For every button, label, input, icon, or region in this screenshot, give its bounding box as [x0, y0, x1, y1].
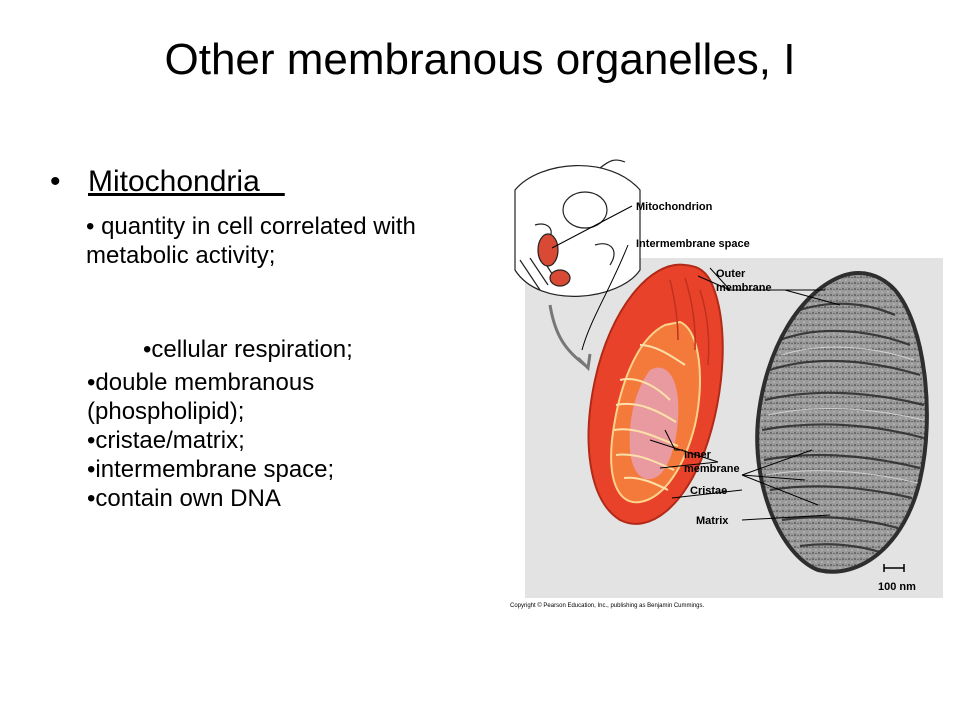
- mitochondrion-illustration: Mitochondrion Intermembrane space Outer …: [510, 159, 943, 609]
- sub-item: •contain own DNA: [87, 485, 281, 512]
- copyright-text: Copyright © Pearson Education, Inc., pub…: [510, 602, 705, 609]
- sub-item: •double membranous (phospholipid);: [87, 369, 315, 425]
- sub-bullet-list: •cellular respiration; •double membranou…: [87, 335, 447, 513]
- label-outer-2: membrane: [716, 282, 772, 294]
- cell-sketch-icon: [514, 159, 641, 372]
- mitochondrion-cutaway: [587, 263, 724, 525]
- mitochondrion-micrograph: [755, 270, 929, 574]
- scale-bar: [883, 564, 905, 572]
- label-mitochondrion: Mitochondrion: [636, 201, 713, 213]
- sub-item: •cellular respiration;: [143, 336, 353, 363]
- label-inner-1: Inner: [684, 449, 712, 461]
- bullet-symbol: •: [50, 165, 61, 198]
- mitochondrion-figure: Mitochondrion Intermembrane space Outer …: [500, 150, 950, 620]
- label-intermembrane-space: Intermembrane space: [636, 238, 750, 250]
- sub-item: •cristae/matrix;: [87, 427, 245, 454]
- slide-title: Other membranous organelles, I: [164, 35, 796, 84]
- sub-bullet-quantity: • quantity in cell correlated with metab…: [86, 213, 416, 269]
- leader-lines: [551, 205, 841, 521]
- label-inner-2: membrane: [684, 463, 740, 475]
- label-cristae: Cristae: [690, 485, 727, 497]
- label-matrix: Matrix: [696, 515, 729, 527]
- mitochondria-heading: Mitochondria: [88, 165, 285, 198]
- label-outer-1: Outer: [716, 268, 746, 280]
- sub-item: •intermembrane space;: [87, 456, 335, 483]
- label-scale: 100 nm: [878, 581, 916, 593]
